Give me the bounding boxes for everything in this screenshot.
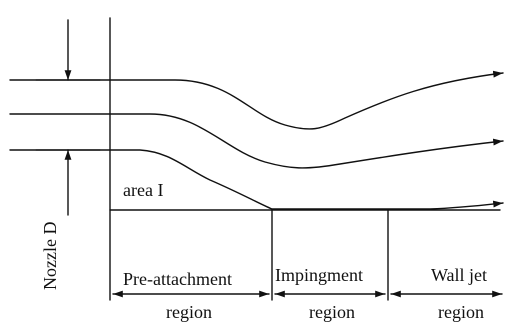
pre-attachment-label: Pre-attachment (123, 269, 232, 289)
pre-attachment-region-label: region (166, 302, 212, 322)
area-label: area I (123, 180, 163, 200)
wall-jet-region-label: region (438, 302, 484, 322)
nozzle-label: Nozzle D (40, 222, 60, 290)
wall-jet-label: Wall jet (431, 265, 487, 285)
streamline-middle (9, 113, 504, 169)
impingement-region-label: region (309, 302, 355, 322)
streamline-top (9, 70, 504, 130)
streamline-bottom (9, 149, 504, 210)
impingement-label: Impingment (275, 265, 363, 285)
